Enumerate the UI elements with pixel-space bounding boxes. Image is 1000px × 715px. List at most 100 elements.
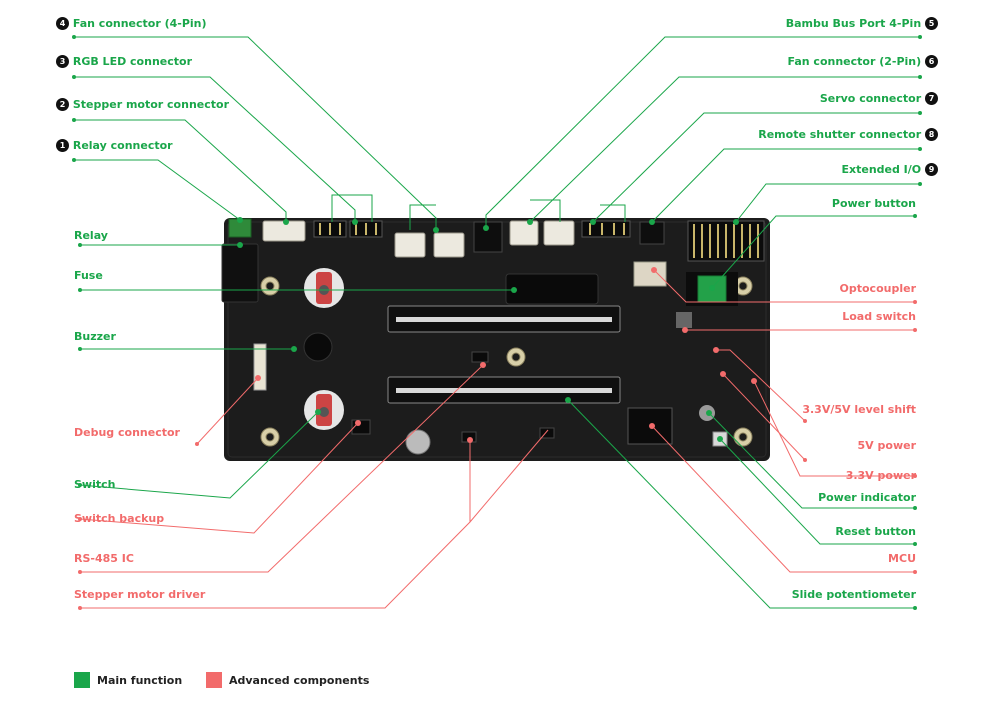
load-switch-body xyxy=(676,312,692,328)
label-5v-power: 5V power xyxy=(857,439,916,452)
legend-advanced-swatch xyxy=(206,672,222,688)
label-rgb-led-connector: 3 RGB LED connector xyxy=(56,54,193,69)
label-text: Fan connector (4-Pin) xyxy=(72,17,207,30)
leader-dot-mcu xyxy=(649,423,655,429)
leader-line xyxy=(469,429,549,523)
leader-dot-opto xyxy=(913,300,917,304)
leader-dot-servo xyxy=(918,111,922,115)
badge-number: 6 xyxy=(925,54,938,68)
label-text: Remote shutter connector xyxy=(758,128,922,141)
label-load-switch: Load switch xyxy=(842,310,916,323)
badge-number: 1 xyxy=(56,138,69,152)
label-fuse: Fuse xyxy=(74,269,103,282)
label-stepper-motor-connector: 2 Stepper motor connector xyxy=(56,97,229,112)
label-switch: Switch xyxy=(74,478,116,491)
leader-dot-switch xyxy=(315,409,321,415)
shutter-jack xyxy=(639,221,665,245)
leader-dot-extio xyxy=(918,182,922,186)
leader-dot-3v3 xyxy=(913,474,917,478)
label-fan-connector-2pin: Fan connector (2-Pin) 6 xyxy=(787,54,938,69)
leader-dot-relayc xyxy=(72,158,76,162)
label-relay-connector: 1 Relay connector xyxy=(56,138,173,153)
pcb-board xyxy=(221,218,770,461)
leader-dot-debug xyxy=(255,375,261,381)
legend-main-swatch xyxy=(74,672,90,688)
label-mcu: MCU xyxy=(888,552,916,565)
leader-line-switch xyxy=(79,411,319,499)
leader-dot-rs485 xyxy=(78,570,82,574)
switch-knobs xyxy=(304,268,344,430)
leader-dot-fuse xyxy=(511,287,517,293)
leader-dot-fan2 xyxy=(527,219,533,225)
jst-connectors xyxy=(262,220,575,258)
leader-dot-buzzer xyxy=(291,346,297,352)
leader-dot-reset xyxy=(913,542,917,546)
label-rs485-ic: RS-485 IC xyxy=(74,552,134,565)
leader-dot-shutter xyxy=(918,147,922,151)
label-text: RGB LED connector xyxy=(72,55,193,68)
optocoupler-body xyxy=(633,261,667,287)
leader-line-5v xyxy=(722,373,806,461)
leader-dot-shutter xyxy=(649,219,655,225)
leader-line-bus xyxy=(485,36,920,228)
label-extended-io: Extended I/O 9 xyxy=(841,162,938,177)
leader-line-reset xyxy=(719,438,915,545)
leader-dot-fuse xyxy=(78,288,82,292)
label-level-shift: 3.3V/5V level shift xyxy=(802,403,916,416)
leader-dot-pwri xyxy=(913,506,917,510)
leader-dot-fan4 xyxy=(72,35,76,39)
leader-dot-swb xyxy=(355,420,361,426)
leader-dot-reset xyxy=(717,436,723,442)
legend-advanced-text: Advanced components xyxy=(229,673,370,687)
badge-number: 8 xyxy=(925,127,938,141)
label-servo-connector: Servo connector 7 xyxy=(820,91,938,106)
label-text: Extended I/O xyxy=(841,163,922,176)
leader-line-debug xyxy=(196,377,259,445)
leader-dot-relayc xyxy=(237,217,243,223)
fuse-body xyxy=(505,273,599,305)
label-slide-potentiometer: Slide potentiometer xyxy=(791,588,916,601)
label-text: Bambu Bus Port 4-Pin xyxy=(785,17,922,30)
leader-line xyxy=(331,194,373,222)
leader-line-rgb xyxy=(74,76,356,222)
leader-dot-rs485 xyxy=(480,362,486,368)
leader-line-pot xyxy=(567,399,915,609)
leader-dot-debug xyxy=(195,442,199,446)
leader-dot-relay xyxy=(237,242,243,248)
leader-dot-5v xyxy=(803,458,807,462)
leader-dot-servo xyxy=(590,219,596,225)
leader-dot-pwrbtn xyxy=(913,214,917,218)
label-text: Fan connector (2-Pin) xyxy=(787,55,922,68)
leader-line-opto xyxy=(653,269,915,303)
buzzer-body xyxy=(303,332,333,362)
label-relay: Relay xyxy=(74,229,108,242)
badge-number: 4 xyxy=(56,16,69,30)
leader-dot-load xyxy=(682,327,688,333)
leader-line-fan4 xyxy=(74,36,437,230)
leader-dot-pot xyxy=(565,397,571,403)
slide-pots xyxy=(387,305,621,404)
leader-dot-step xyxy=(283,219,289,225)
label-text: Stepper motor connector xyxy=(72,98,229,111)
leader-dot-level xyxy=(803,419,807,423)
header-pins xyxy=(319,223,759,258)
label-power-indicator: Power indicator xyxy=(818,491,916,504)
leader-dot-bus xyxy=(483,225,489,231)
leader-dot-pot xyxy=(913,606,917,610)
leader-line-level xyxy=(716,349,806,422)
leader-dot-mcu xyxy=(913,570,917,574)
label-bambu-bus-port: Bambu Bus Port 4-Pin 5 xyxy=(785,16,938,31)
leader-dot-relay xyxy=(78,243,82,247)
leader-line-pwrbtn xyxy=(711,215,915,289)
leader-line-smd xyxy=(80,440,471,609)
label-debug-connector: Debug connector xyxy=(74,426,180,439)
leader-dot-switch xyxy=(78,483,82,487)
leader-dot-smd xyxy=(467,437,473,443)
leader-dot-smd xyxy=(78,606,82,610)
leader-dot-load xyxy=(913,328,917,332)
leader-dot-swb xyxy=(78,517,82,521)
leader-dot-pwrbtn xyxy=(709,285,715,291)
leader-dot-buzzer xyxy=(78,347,82,351)
relay-body xyxy=(221,243,259,303)
